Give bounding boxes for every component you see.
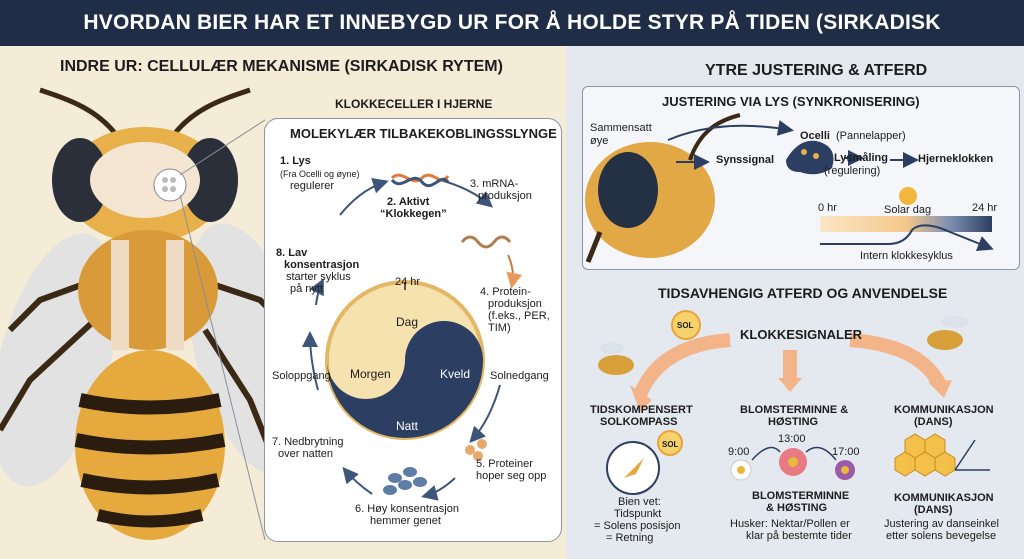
timeline-start: 0 hr xyxy=(818,202,837,214)
clock-cells-label: KLOKKECELLER I HJERNE xyxy=(335,97,493,111)
col2-title-b: HØSTING xyxy=(768,416,819,428)
timeline-end: 24 hr xyxy=(972,202,998,214)
clock-morgen: Morgen xyxy=(350,367,391,381)
step-1-tail: regulerer xyxy=(290,180,335,192)
internal-cycle-label: Intern klokkesyklus xyxy=(860,250,953,262)
col1-line-b: Tidspunkt xyxy=(614,508,662,520)
step-2-a: 2. Aktivt xyxy=(387,196,430,208)
loop-title: MOLEKYLÆR TILBAKEKOBLINGSSLYNGE xyxy=(290,126,557,141)
clock-signals-label: KLOKKESIGNALER xyxy=(740,327,863,342)
step-8-b: konsentrasjon xyxy=(284,259,360,271)
step-3-a: 3. mRNA- xyxy=(470,178,519,190)
col1-line-d: = Retning xyxy=(606,532,654,544)
step-8-c: starter syklus xyxy=(286,271,351,283)
col1-title-a: TIDSKOMPENSERT xyxy=(590,404,693,416)
step-4-b: produksjon xyxy=(488,298,542,310)
time-9: 9:00 xyxy=(728,446,750,458)
behavior-title: TIDSAVHENGIG ATFERD OG ANVENDELSE xyxy=(658,285,948,301)
clock-dag: Dag xyxy=(396,315,419,329)
sun-label-1: SOL xyxy=(677,321,694,330)
step-5-b: hoper seg opp xyxy=(476,470,547,482)
step-8-d: på nytt xyxy=(290,283,324,295)
col2-sub-a: BLOMSTERMINNE xyxy=(752,490,850,502)
time-13: 13:00 xyxy=(778,433,806,445)
col3-title-b: (DANS) xyxy=(914,416,953,428)
col3-title-a: KOMMUNIKASJON xyxy=(894,404,994,416)
step-2-b: “Klokkegen” xyxy=(380,208,447,220)
step-1-sub: (Fra Ocelli og øyne) xyxy=(280,169,360,179)
col3-line-b: etter solens bevegelse xyxy=(886,530,997,542)
clock-soloppgang: Soloppgang xyxy=(272,370,331,382)
ocelli-sub-label: (Pannelapper) xyxy=(836,130,906,142)
sun-label-2: SOL xyxy=(662,440,679,449)
col2-sub-b: & HØSTING xyxy=(766,502,828,514)
col2-line-b: klar på bestemte tider xyxy=(746,530,852,542)
step-4-c: (f.eks., PER, xyxy=(488,310,550,322)
clock-24hr: 24 hr xyxy=(395,276,421,288)
step-5-a: 5. Proteiner xyxy=(476,458,533,470)
clock-natt: Natt xyxy=(396,419,419,433)
clock-kveld: Kveld xyxy=(440,367,471,381)
step-1-title: 1. Lys xyxy=(280,155,311,167)
ocelli-label: Ocelli xyxy=(800,130,830,142)
step-7-a: 7. Nedbrytning xyxy=(272,436,344,448)
col1-title-b: SOLKOMPASS xyxy=(600,416,678,428)
step-8-a: 8. Lav xyxy=(276,247,308,259)
time-17: 17:00 xyxy=(832,446,860,458)
col2-title-a: BLOMSTERMINNE & xyxy=(740,404,849,416)
step-6-a: 6. Høy konsentrasjon xyxy=(355,503,459,515)
bee-anatomy-illustration xyxy=(0,87,300,541)
left-section-title: INDRE UR: CELLULÆR MEKANISME (SIRKADISK … xyxy=(60,58,503,75)
step-6-b: hemmer genet xyxy=(370,515,441,527)
light-measure-label: Lysmåling xyxy=(834,152,888,164)
header-bar xyxy=(0,0,1024,46)
step-3-b: produksjon xyxy=(478,190,532,202)
visual-signal-label: Synssignal xyxy=(716,154,775,166)
col1-line-c: = Solens posisjon xyxy=(594,520,681,532)
col1-line-a: Bien vet: xyxy=(618,496,661,508)
right-section-title: YTRE JUSTERING & ATFERD xyxy=(705,62,928,79)
step-7-b: over natten xyxy=(278,448,334,460)
compound-eye-label-2: øye xyxy=(590,135,609,147)
regulation-label: (regulering) xyxy=(824,165,881,177)
sync-title: JUSTERING VIA LYS (SYNKRONISERING) xyxy=(662,94,920,109)
col2-line-a: Husker: Nektar/Pollen er xyxy=(730,518,850,530)
col3-sub-a: KOMMUNIKASJON xyxy=(894,492,994,504)
step-4-d: TIM) xyxy=(488,322,511,334)
col3-sub-b: (DANS) xyxy=(914,504,953,516)
brain-clock-label: Hjerneklokken xyxy=(918,153,994,165)
col3-line-a: Justering av danseinkel xyxy=(884,518,999,530)
step-4-a: 4. Protein- xyxy=(480,286,531,298)
timeline-solar: Solar dag xyxy=(884,204,932,216)
compound-eye-label: Sammensatt xyxy=(590,122,652,134)
clock-solnedgang: Solnedgang xyxy=(490,370,549,382)
